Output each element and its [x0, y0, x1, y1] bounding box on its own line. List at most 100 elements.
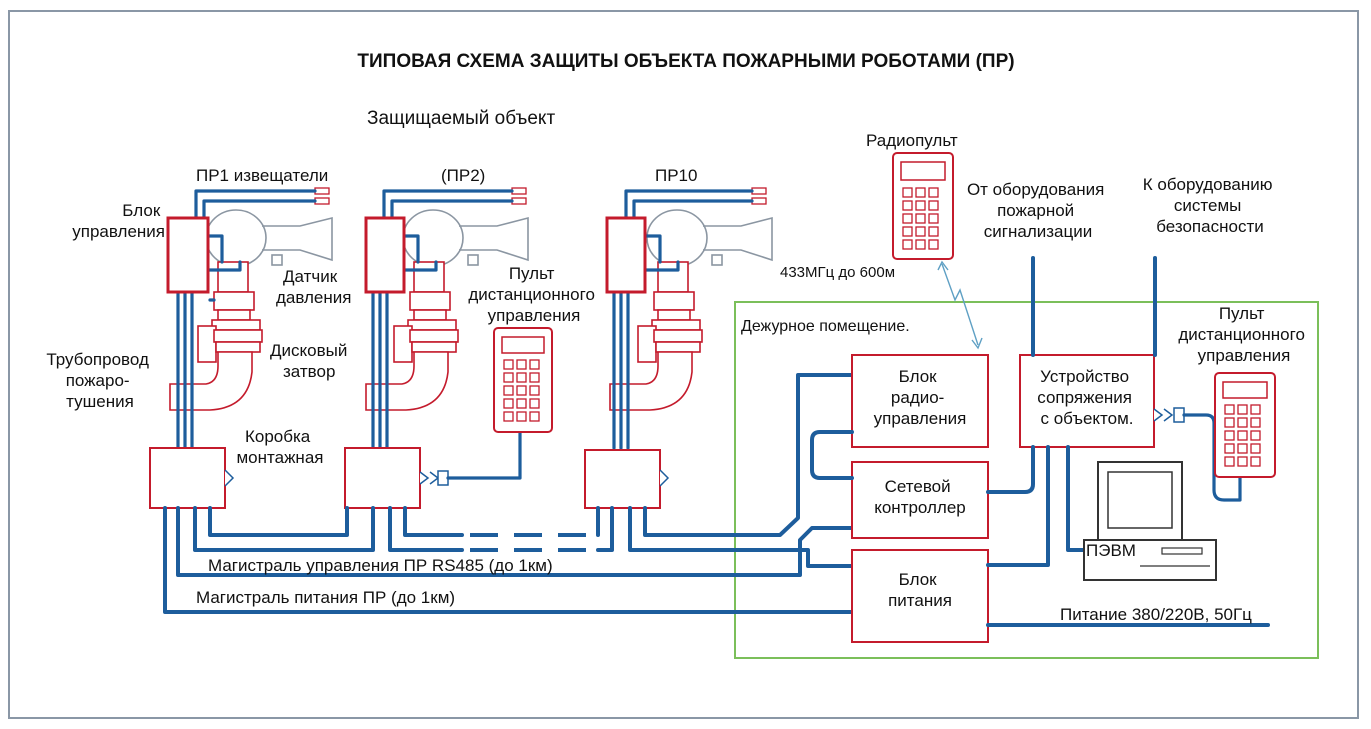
robot-pr10-pipe [609, 261, 703, 411]
pr1-sensor-plug-1 [314, 187, 330, 195]
keypad-key [503, 372, 514, 383]
keypad-key [915, 226, 926, 237]
network-controller-label: Сетевой контроллер [874, 477, 966, 517]
radio-link [937, 260, 983, 350]
pc-label: ПЭВМ [1086, 541, 1136, 560]
robot-pr2 [364, 187, 529, 450]
pressure-sensor-label: Датчик давления [276, 267, 351, 307]
keypad-key [915, 187, 926, 198]
keypad-key [529, 385, 540, 396]
keypad-key [1224, 443, 1235, 454]
duty-room-border [734, 301, 1319, 659]
keypad-key [902, 200, 913, 211]
keypad-key [516, 372, 527, 383]
robot-pr2-control-block [364, 216, 406, 294]
network-controller [851, 461, 989, 539]
robot-pr2-pipe [365, 261, 459, 411]
pr2-sensor-plug-2 [511, 197, 527, 205]
radio-control-block [851, 354, 989, 448]
keypad-key [1237, 456, 1248, 467]
keypad-key [1224, 456, 1235, 467]
control-bus-line [176, 506, 854, 577]
keypad-key [516, 411, 527, 422]
robot-pr1 [166, 187, 333, 450]
keypad-key [1237, 430, 1248, 441]
keypad-key [1224, 430, 1235, 441]
robot-pr2-nozzle [402, 209, 529, 267]
keypad-key [529, 359, 540, 370]
interface-device [1019, 354, 1155, 448]
keypad-key [1224, 404, 1235, 415]
diagram-title: ТИПОВАЯ СХЕМА ЗАЩИТЫ ОБЪЕКТА ПОЖАРНЫМИ Р… [357, 51, 1014, 72]
robot-pr1-nozzle [205, 209, 333, 267]
keypad-key [516, 398, 527, 409]
keypad-key [516, 359, 527, 370]
keypad-key [928, 239, 939, 250]
power-supply-label: Питание 380/220В, 50Гц [1060, 605, 1252, 624]
keypad-key [1250, 404, 1261, 415]
duty-room-label: Дежурное помещение. [741, 318, 910, 335]
keypad-key [1250, 430, 1261, 441]
disk-valve-label: Дисковый затвор [270, 341, 352, 381]
pr1-sensors-label: ПР1 извещатели [196, 166, 328, 185]
keypad-key [529, 372, 540, 383]
radio-panel [892, 152, 954, 260]
keypad-key [1237, 443, 1248, 454]
keypad-key [915, 200, 926, 211]
junction-box-1 [149, 447, 226, 509]
keypad-key [928, 226, 939, 237]
power-block-label: Блок питания [888, 570, 952, 610]
power-bus-line [163, 506, 854, 614]
keypad-key [1250, 443, 1261, 454]
keypad-key [915, 213, 926, 224]
keypad-key [503, 359, 514, 370]
remote-panel-right-label: Пульт дистанционного управления [1178, 304, 1309, 365]
radio-frequency-label: 433МГц до 600м [780, 264, 895, 281]
pr1-sensor-plug-2 [314, 197, 330, 205]
keypad-key [1237, 404, 1248, 415]
keypad-key [928, 187, 939, 198]
keypad-key [503, 398, 514, 409]
robot-pr10-nozzle [646, 209, 773, 267]
remote-panel-right [1214, 372, 1276, 478]
keypad-key [503, 411, 514, 422]
keypad-key [529, 411, 540, 422]
power-bus-label: Магистраль питания ПР (до 1км) [196, 588, 455, 607]
pr2-label: (ПР2) [441, 166, 485, 185]
junction-box-2 [344, 447, 421, 509]
junction-box-label: Коробка монтажная [236, 427, 323, 467]
from-fire-alarm-label: От оборудования пожарной сигнализации [967, 180, 1109, 241]
pr10-label: ПР10 [655, 166, 697, 185]
power-block [851, 549, 989, 643]
control-bus-label: Магистраль управления ПР RS485 (до 1км) [208, 556, 553, 575]
keypad-key [928, 213, 939, 224]
radio-control-block-label: Блок радио- управления [874, 367, 967, 428]
keypad-key [902, 239, 913, 250]
to-security-label: К оборудованию системы безопасности [1143, 175, 1278, 236]
keypad-key [1250, 456, 1261, 467]
keypad-key [1224, 417, 1235, 428]
keypad-key [529, 398, 540, 409]
pr10-sensor-plug-1 [751, 187, 767, 195]
pc-computer [1083, 461, 1217, 581]
keypad-key [915, 239, 926, 250]
interface-device-label: Устройство сопряжения с объектом. [1037, 367, 1136, 428]
robot-pr1-control-block [166, 216, 210, 294]
keypad-key [902, 226, 913, 237]
keypad-key [928, 200, 939, 211]
pipeline-label: Трубопровод пожаро- тушения [46, 350, 153, 411]
remote-panel-right-connector [1153, 407, 1242, 502]
robot-pr10 [605, 187, 773, 450]
keypad-key [902, 213, 913, 224]
keypad-key [902, 187, 913, 198]
protected-object-label: Защищаемый объект [367, 108, 555, 129]
keypad-key [503, 385, 514, 396]
junction-box-1-connector [224, 469, 235, 487]
keypad-key [1237, 417, 1248, 428]
remote-panel-left-label: Пульт дистанционного управления [468, 264, 599, 325]
junction-box-10 [584, 449, 661, 509]
control-block-label: Блок управления [72, 201, 165, 241]
keypad-key [1250, 417, 1261, 428]
remote-panel-left [493, 327, 553, 433]
